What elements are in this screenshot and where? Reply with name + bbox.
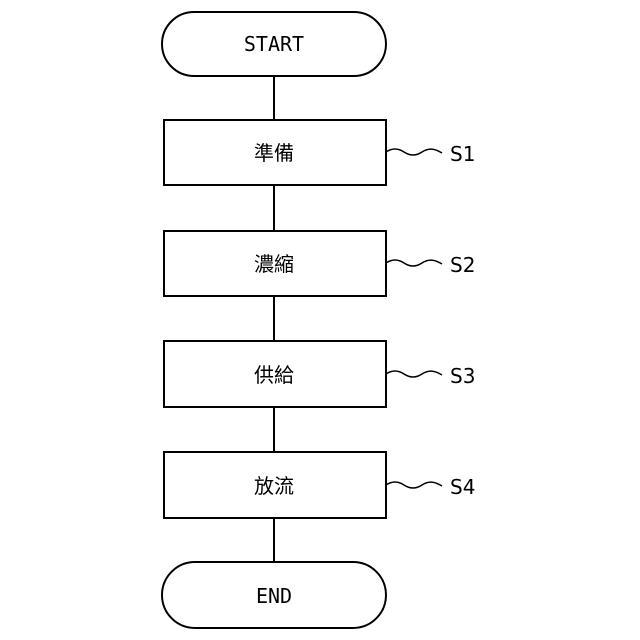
start-label: START (244, 32, 304, 56)
end-label: END (256, 584, 292, 608)
step-label-s1: S1 (450, 142, 475, 166)
leader-line-s1 (386, 149, 442, 155)
process-text-s2: 濃縮 (254, 252, 294, 276)
leader-line-s3 (386, 371, 442, 377)
leader-line-s4 (386, 482, 442, 488)
step-label-s3: S3 (450, 364, 475, 388)
process-text-s3: 供給 (254, 363, 294, 387)
step-label-s4: S4 (450, 475, 475, 499)
process-text-s1: 準備 (254, 141, 294, 165)
process-text-s4: 放流 (254, 474, 294, 498)
step-label-s2: S2 (450, 253, 475, 277)
leader-line-s2 (386, 260, 442, 266)
